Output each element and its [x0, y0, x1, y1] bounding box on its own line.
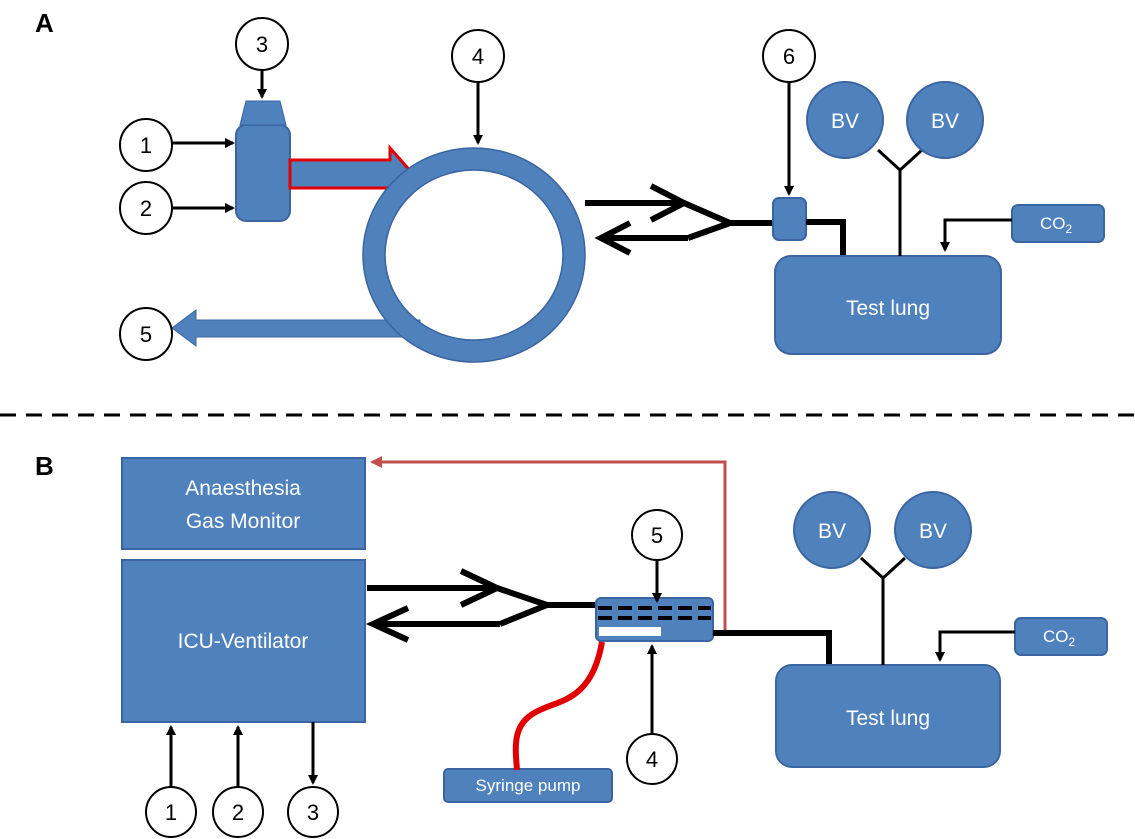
- gas-monitor-line2: Gas Monitor: [186, 510, 300, 533]
- co2-b-label: CO2: [1043, 627, 1076, 649]
- gas-monitor-line1: Anaesthesia: [185, 477, 301, 500]
- callout-a-5: 5: [119, 307, 173, 361]
- vaporizer-body: [235, 124, 291, 222]
- callout-a-6: 6: [762, 29, 816, 196]
- circle-system-ring-inner-edge: [384, 169, 564, 341]
- bv-right-b-label: BV: [919, 520, 947, 543]
- gas-sample-line: [370, 456, 727, 630]
- bv-balloon-left-b: [793, 491, 871, 569]
- panel-b-label: B: [35, 451, 54, 481]
- exhaust-arrow: [171, 309, 421, 347]
- panel-b: B Anaesthesia Gas Monitor ICU-Ventilator: [35, 451, 1108, 838]
- svg-text:3: 3: [256, 32, 268, 57]
- svg-text:2: 2: [140, 196, 152, 221]
- circle-system-ring: [363, 148, 585, 362]
- y-piece-b: [365, 568, 598, 643]
- co2-arrow-a: [940, 218, 1012, 252]
- bv-branch-right-a: [898, 148, 924, 172]
- co2-box-a: [1011, 204, 1105, 243]
- test-lung-a: [774, 255, 1002, 355]
- co2-box-b: [1014, 617, 1108, 656]
- svg-text:3: 3: [307, 800, 319, 825]
- y-piece-a: [585, 183, 776, 256]
- svg-text:1: 1: [165, 800, 177, 825]
- svg-text:4: 4: [472, 44, 484, 69]
- bv-branch-right-b: [881, 556, 907, 580]
- bv-balloon-right-a: [906, 81, 984, 159]
- gas-monitor-box: [121, 457, 366, 550]
- svg-text:4: 4: [646, 747, 658, 772]
- co2-arrow-b: [935, 630, 1015, 662]
- svg-text:6: 6: [783, 44, 795, 69]
- svg-text:5: 5: [140, 322, 152, 347]
- syringe-pump-label: Syringe pump: [476, 776, 581, 795]
- test-lung-a-label: Test lung: [846, 297, 930, 320]
- callout-b-1: 1: [145, 725, 197, 838]
- test-lung-b-label: Test lung: [846, 707, 930, 730]
- callout-a-4: 4: [451, 29, 505, 145]
- svg-text:2: 2: [232, 800, 244, 825]
- sensor-6: [772, 197, 807, 241]
- panel-a: A Test lung: [35, 8, 1105, 363]
- callout-a-1: 1: [119, 118, 235, 172]
- icu-ventilator-box: [121, 559, 366, 723]
- sensor-to-lung-tube: [806, 219, 846, 258]
- callout-a-3: 3: [235, 17, 289, 99]
- callout-b-5: 5: [631, 509, 683, 603]
- callout-b-4: 4: [626, 644, 678, 785]
- bv-branch-left-a: [876, 148, 902, 172]
- bv-balloon-left-a: [806, 81, 884, 159]
- bv-left-b-label: BV: [818, 520, 846, 543]
- syringe-line: [512, 641, 605, 771]
- filter-white-bar: [599, 627, 661, 636]
- co2-a-label: CO2: [1040, 214, 1073, 236]
- bv-left-a-label: BV: [831, 110, 859, 133]
- bv-branch-left-b: [859, 556, 885, 580]
- syringe-pump-box: [443, 768, 613, 803]
- callout-b-3: 3: [287, 722, 339, 838]
- panel-a-label: A: [35, 8, 54, 38]
- callout-b-2: 2: [212, 725, 264, 838]
- vaporizer-cap: [239, 100, 287, 126]
- test-lung-b: [775, 664, 1001, 768]
- bv-balloon-right-b: [894, 491, 972, 569]
- svg-text:5: 5: [651, 523, 663, 548]
- filter-to-lung-tube: [713, 630, 832, 668]
- svg-text:1: 1: [140, 133, 152, 158]
- callout-a-2: 2: [119, 181, 235, 235]
- circle-system-ring-outer-edge: [362, 147, 586, 363]
- icu-ventilator-label: ICU-Ventilator: [178, 630, 309, 653]
- bv-right-a-label: BV: [931, 110, 959, 133]
